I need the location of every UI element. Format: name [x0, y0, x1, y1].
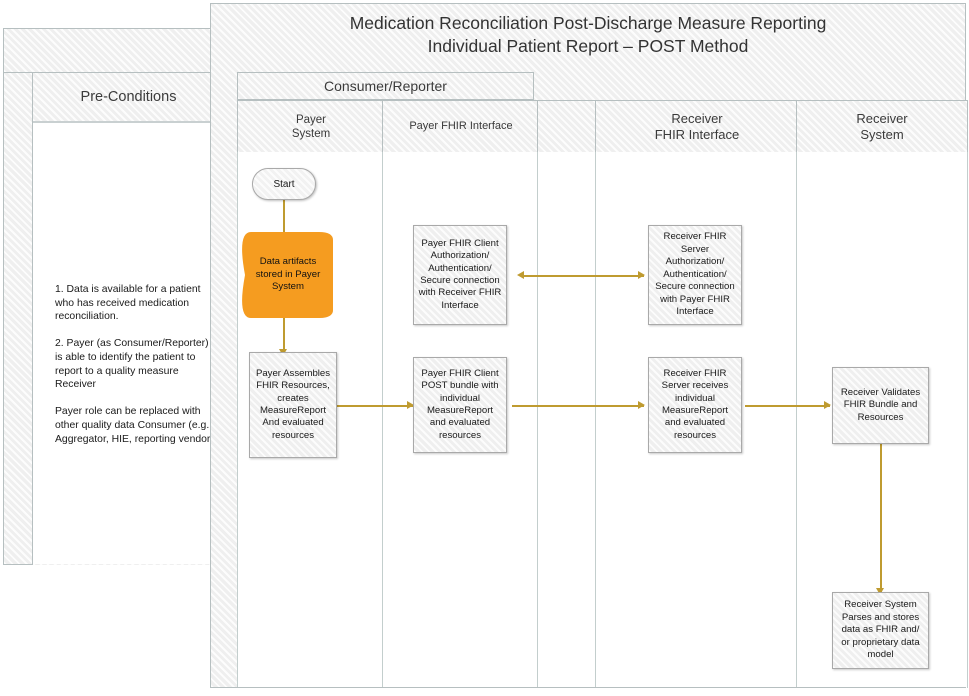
preconditions-header-label: Pre-Conditions: [80, 89, 177, 105]
lane-header-row: Payer System Payer FHIR Interface Receiv…: [237, 100, 968, 154]
consumer-reporter-band: Consumer/Reporter: [237, 72, 534, 100]
lane-body-row: Start Data artifacts stored in Payer Sys…: [237, 152, 968, 688]
page-title: Medication Reconciliation Post-Discharge…: [235, 12, 941, 64]
page-title-line1: Medication Reconciliation Post-Discharge…: [349, 13, 827, 33]
swimlane-pool: Medication Reconciliation Post-Discharge…: [210, 3, 968, 688]
connector-receives-to-validates: [745, 405, 830, 407]
lane-header-payer-fhir-interface-label: Payer FHIR Interface: [409, 120, 513, 133]
lane-header-receiver-fhir-interface-line1: Receiver: [671, 110, 723, 126]
preconditions-header: Pre-Conditions: [33, 73, 224, 123]
node-data-artifacts-label: Data artifacts stored in Payer System: [255, 256, 321, 293]
connector-datastore-to-assembles: [283, 316, 285, 352]
preconditions-panel: Pre-Conditions 1. Data is available for …: [3, 28, 225, 565]
preconditions-body: 1. Data is available for a patient who h…: [33, 123, 224, 564]
lane-header-receiver-fhir-interface-line2: FHIR Interface: [654, 127, 740, 142]
lane-header-payer-system-line1: Payer: [295, 113, 327, 126]
lane-body-spacer: [537, 152, 598, 688]
node-receiver-auth[interactable]: Receiver FHIR Server Authorization/ Auth…: [648, 225, 742, 325]
lane-header-spacer: [537, 100, 598, 154]
node-start[interactable]: Start: [252, 168, 316, 200]
page-title-line2: Individual Patient Report – POST Method: [427, 36, 749, 57]
arrowhead-validates-to-parses: [876, 588, 884, 595]
precondition-item-2: 2. Payer (as Consumer/Reporter) is able …: [55, 338, 209, 391]
lane-header-payer-system-line2: System: [291, 128, 331, 140]
connector-start-to-datastore: [283, 199, 285, 235]
node-receiver-receives[interactable]: Receiver FHIR Server receives individual…: [648, 357, 742, 453]
lane-header-payer-system: Payer System: [237, 100, 385, 154]
lane-header-receiver-system-line2: System: [860, 127, 904, 142]
node-payer-assembles[interactable]: Payer Assembles FHIR Resources, creates …: [249, 352, 337, 458]
lane-header-receiver-system: Receiver System: [796, 100, 968, 154]
preconditions-top-band: [4, 29, 224, 73]
lane-header-receiver-system-line1: Receiver: [856, 110, 908, 126]
arrowhead-assembles-to-post: [407, 401, 414, 409]
arrowhead-post-to-receives: [638, 401, 645, 409]
consumer-reporter-label: Consumer/Reporter: [324, 78, 447, 94]
node-data-artifacts[interactable]: Data artifacts stored in Payer System: [237, 232, 333, 318]
node-receiver-validates[interactable]: Receiver Validates FHIR Bundle and Resou…: [832, 367, 929, 444]
node-receiver-parses[interactable]: Receiver System Parses and stores data a…: [832, 592, 929, 669]
connector-validates-to-parses: [880, 444, 882, 592]
connector-auth-bidirectional: [523, 275, 644, 277]
arrowhead-receives-to-validates: [824, 401, 831, 409]
arrowhead-auth-left: [517, 271, 524, 279]
precondition-item-3: Payer role can be replaced with other qu…: [55, 406, 214, 445]
lane-header-payer-fhir-interface: Payer FHIR Interface: [382, 100, 540, 154]
preconditions-inner: Pre-Conditions 1. Data is available for …: [32, 73, 224, 565]
node-payer-auth[interactable]: Payer FHIR Client Authorization/ Authent…: [413, 225, 507, 325]
connector-post-to-receives: [512, 405, 644, 407]
precondition-item-1: 1. Data is available for a patient who h…: [55, 284, 201, 323]
node-payer-post[interactable]: Payer FHIR Client POST bundle with indiv…: [413, 357, 507, 453]
lane-header-receiver-fhir-interface: Receiver FHIR Interface: [595, 100, 799, 154]
arrowhead-auth-right: [638, 271, 645, 279]
connector-assembles-to-post: [337, 405, 413, 407]
